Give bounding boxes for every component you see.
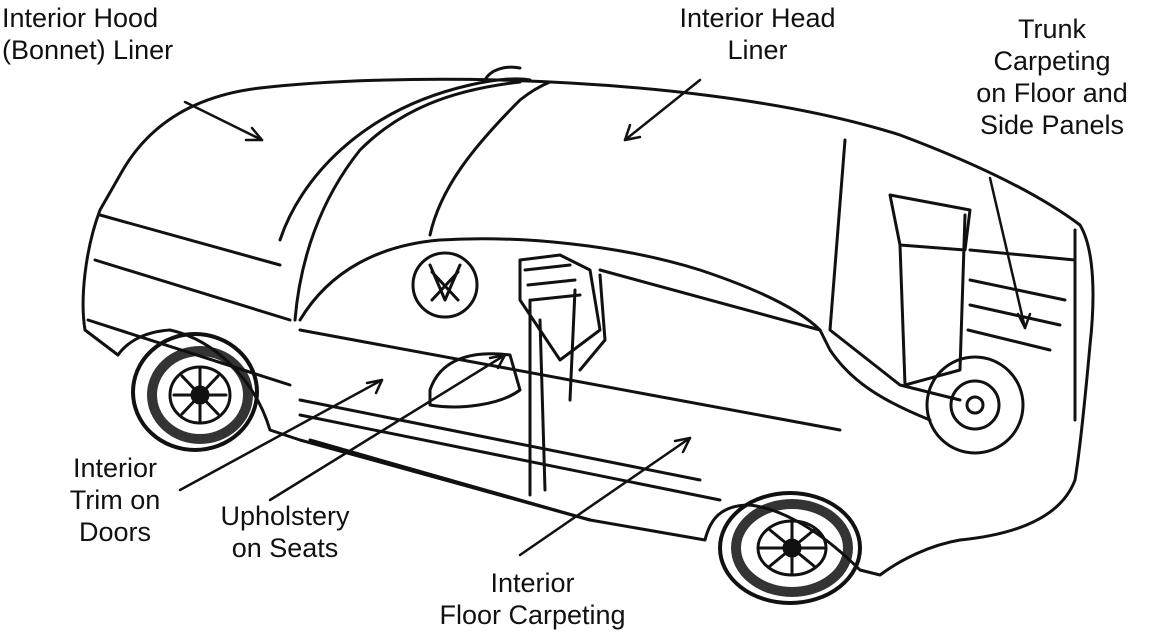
seat-back-lines: [523, 263, 582, 302]
rocker-line-2: [298, 413, 722, 502]
label-floor-carpeting: Interior Floor Carpeting: [405, 567, 660, 631]
label-line: on Seats: [231, 533, 339, 563]
windshield-right: [428, 80, 552, 237]
label-line: Trunk: [1017, 14, 1086, 44]
label-hood-liner: Interior Hood (Bonnet) Liner: [2, 2, 173, 66]
steering-wheel: [411, 251, 479, 319]
label-line: Doors: [78, 517, 152, 547]
label-line: on Floor and: [976, 78, 1128, 108]
arrow-door-trim: [178, 378, 384, 492]
cabin-opening: [298, 237, 932, 422]
label-line: Interior: [490, 568, 575, 598]
label-line: Liner: [727, 35, 788, 65]
rear-window: [828, 138, 962, 402]
spare-wheel-hub: [965, 395, 985, 415]
arrow-floor-carpeting: [518, 436, 692, 557]
label-line: Carpeting: [993, 46, 1111, 76]
label-line: (Bonnet) Liner: [2, 35, 174, 65]
rear-seat-back: [518, 253, 602, 362]
hood-crease: [98, 213, 282, 267]
door-window-line: [598, 268, 822, 332]
label-door-trim: Interior Trim on Doors: [40, 452, 190, 548]
label-seat-upholstery: Upholstery on Seats: [195, 500, 375, 564]
label-trunk-carpeting: Trunk Carpeting on Floor and Side Panels: [952, 13, 1152, 141]
windshield-inner: [293, 80, 522, 322]
arrow-seat-upholstery: [268, 353, 507, 502]
roof-bump: [483, 65, 522, 82]
arrow-trunk-carpeting: [988, 176, 1027, 330]
trunk-box: [888, 193, 972, 252]
label-line: Side Panels: [979, 110, 1125, 140]
rear-wheel: [718, 491, 862, 605]
label-line: Floor Carpeting: [439, 600, 626, 630]
front-seat: [428, 352, 522, 409]
leader-arrows: [178, 78, 1032, 557]
hood-crease-2: [93, 258, 292, 322]
steering-spokes: [428, 263, 462, 302]
door-edge: [568, 273, 607, 402]
rocker-line: [298, 398, 702, 482]
door-pillar: [528, 298, 547, 497]
trunk-floor-lines: [966, 248, 1077, 352]
front-wheel: [131, 332, 259, 452]
label-line: Trim on: [69, 485, 161, 515]
arrow-hood-liner: [183, 100, 264, 142]
spare-wheel-inner: [949, 379, 1001, 431]
label-line: Interior Head: [679, 3, 836, 33]
label-head-liner: Interior Head Liner: [650, 2, 865, 66]
door-line: [308, 438, 592, 522]
trunk-box-side: [898, 213, 967, 387]
arrow-head-liner: [623, 78, 702, 142]
spare-wheel-outer: [925, 355, 1025, 455]
label-line: Interior Hood: [2, 3, 159, 33]
windshield-line: [278, 77, 532, 242]
label-line: Upholstery: [220, 501, 350, 531]
label-line: Interior: [72, 453, 158, 483]
